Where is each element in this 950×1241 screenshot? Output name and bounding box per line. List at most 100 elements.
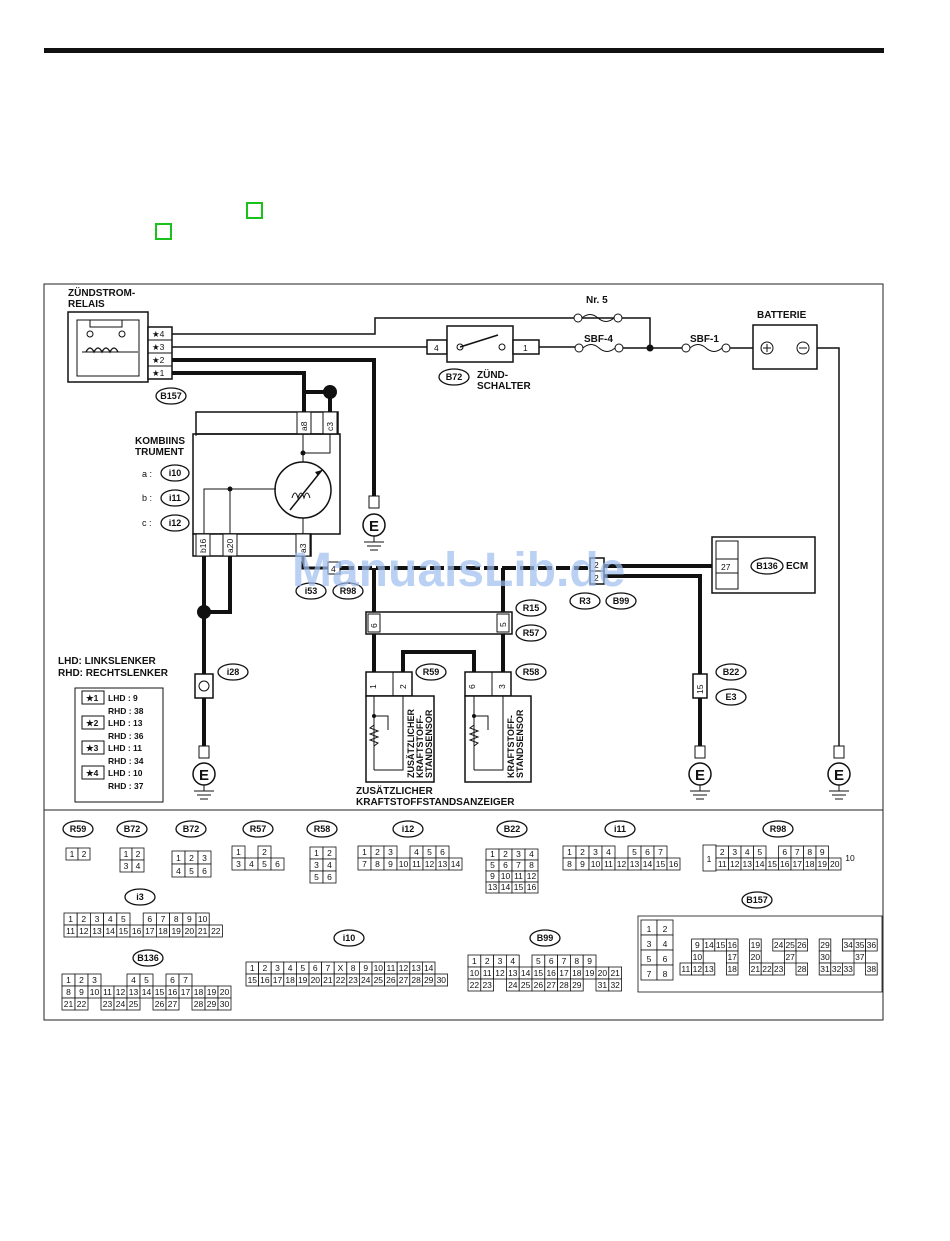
- svg-text:KRAFTSTOFF-: KRAFTSTOFF-: [506, 715, 516, 778]
- pin-number: 1: [250, 963, 255, 973]
- pin-number: 19: [818, 859, 828, 869]
- pin-number: 19: [585, 968, 595, 978]
- pin-number: 25: [374, 975, 384, 985]
- pin-number: 3: [236, 859, 241, 869]
- pin-number: 16: [727, 940, 737, 950]
- pin-number: 5: [262, 859, 267, 869]
- pin-number: 13: [129, 987, 139, 997]
- pin-number: 22: [77, 999, 87, 1009]
- pin-number: 1: [66, 975, 71, 985]
- pin-cell: [77, 847, 91, 861]
- pin-number: 17: [793, 859, 803, 869]
- connector-b22-e3: 15 B22 E3: [692, 663, 747, 706]
- pin-number: 14: [142, 987, 152, 997]
- pin-number: 12: [617, 859, 627, 869]
- pin-cell: [842, 962, 855, 976]
- pin-number: 8: [529, 860, 534, 870]
- pinout-label: R98: [770, 824, 787, 834]
- pin-number: 20: [185, 926, 195, 936]
- pin-number: 11: [66, 926, 75, 936]
- pinout-label-oval: [306, 820, 338, 838]
- pin-number: 1: [68, 914, 73, 924]
- svg-text:B136: B136: [756, 561, 778, 571]
- pin-number: 10: [374, 963, 384, 973]
- svg-text:b16: b16: [198, 539, 208, 553]
- pin-number: 24: [116, 999, 126, 1009]
- pin-number: 1: [70, 849, 75, 859]
- pin-number: 23: [103, 999, 113, 1009]
- legend-rhd: RHD : 38: [108, 706, 144, 716]
- pin-number: 31: [820, 964, 830, 974]
- pin-number: 10: [90, 987, 100, 997]
- pin-number: 2: [327, 848, 332, 858]
- pin-number: 13: [92, 926, 102, 936]
- pin-number: 18: [194, 987, 204, 997]
- pinout-label-oval: [175, 820, 207, 838]
- relay-pin: ★2: [152, 355, 165, 365]
- pinout-label-oval: [392, 820, 424, 838]
- pin-number: 23: [348, 975, 358, 985]
- pin-number: 9: [490, 871, 495, 881]
- pin-number: 1: [236, 847, 241, 857]
- pin-number: 15: [248, 975, 258, 985]
- svg-text:2: 2: [594, 573, 599, 583]
- svg-text:1: 1: [523, 343, 528, 353]
- pin-cell: [795, 938, 809, 952]
- pin-number: 28: [194, 999, 204, 1009]
- pin-number: 2: [375, 847, 380, 857]
- pin-number: 21: [64, 999, 74, 1009]
- pin-number: 4: [606, 847, 611, 857]
- pinout-label-oval: [242, 820, 274, 838]
- pin-number: 10: [501, 871, 511, 881]
- pin-number: 4: [108, 914, 113, 924]
- pin-number: 3: [202, 853, 207, 863]
- pin-number: 22: [211, 926, 221, 936]
- pin-cell: [524, 881, 539, 894]
- pinout-label-oval: [132, 949, 164, 967]
- pin-number: 14: [521, 968, 531, 978]
- pin-number: 8: [375, 859, 380, 869]
- pin-number: 27: [399, 975, 409, 985]
- legend-star-box: [81, 690, 105, 705]
- svg-text:R58: R58: [523, 667, 540, 677]
- pin-number: 3: [388, 847, 393, 857]
- pin-cell: [270, 857, 285, 871]
- pin-number: 4: [131, 975, 136, 985]
- relay-title: ZÜNDSTROM-: [68, 286, 135, 299]
- pin-number: 38: [867, 964, 877, 974]
- pin-number: 20: [830, 859, 840, 869]
- pin-number: 29: [820, 940, 830, 950]
- svg-text:27: 27: [721, 562, 731, 572]
- pin-cell: [74, 997, 89, 1011]
- pin-number: 12: [495, 968, 505, 978]
- svg-text:E: E: [369, 518, 379, 535]
- svg-text:KRAFTSTOFFSTANDSANZEIGER: KRAFTSTOFFSTANDSANZEIGER: [356, 797, 515, 808]
- pin-number: 11: [681, 964, 690, 974]
- pin-number: 27: [168, 999, 178, 1009]
- pin-number: 8: [807, 847, 812, 857]
- legend-star-box: [81, 715, 105, 730]
- pin-number: 4: [414, 847, 419, 857]
- pin-number: 12: [116, 987, 126, 997]
- pin-number: 7: [161, 914, 166, 924]
- pin-number: 4: [136, 861, 141, 871]
- legend-rhd: RHD : 37: [108, 781, 144, 791]
- pin-number: 11: [718, 859, 727, 869]
- pinout-label: B136: [137, 953, 159, 963]
- pin-number: 30: [820, 952, 830, 962]
- pin-cell: [828, 857, 842, 871]
- pin-number: 16: [132, 926, 142, 936]
- pin-number: 2: [663, 924, 668, 934]
- pin-number: 7: [658, 847, 663, 857]
- pin-number: 16: [546, 968, 556, 978]
- pin-number: 12: [730, 859, 740, 869]
- connector-r3-b99: 2 2 R3 B99: [569, 557, 637, 610]
- svg-text:i53: i53: [305, 586, 318, 596]
- pinout-label: i12: [402, 824, 415, 834]
- pin-number: 27: [546, 980, 556, 990]
- pin-number: 13: [508, 968, 518, 978]
- svg-text:KRAFTSTOFF-: KRAFTSTOFF-: [415, 715, 425, 778]
- pin-number: 11: [386, 963, 395, 973]
- legend-lhd: LHD : 11: [108, 743, 142, 753]
